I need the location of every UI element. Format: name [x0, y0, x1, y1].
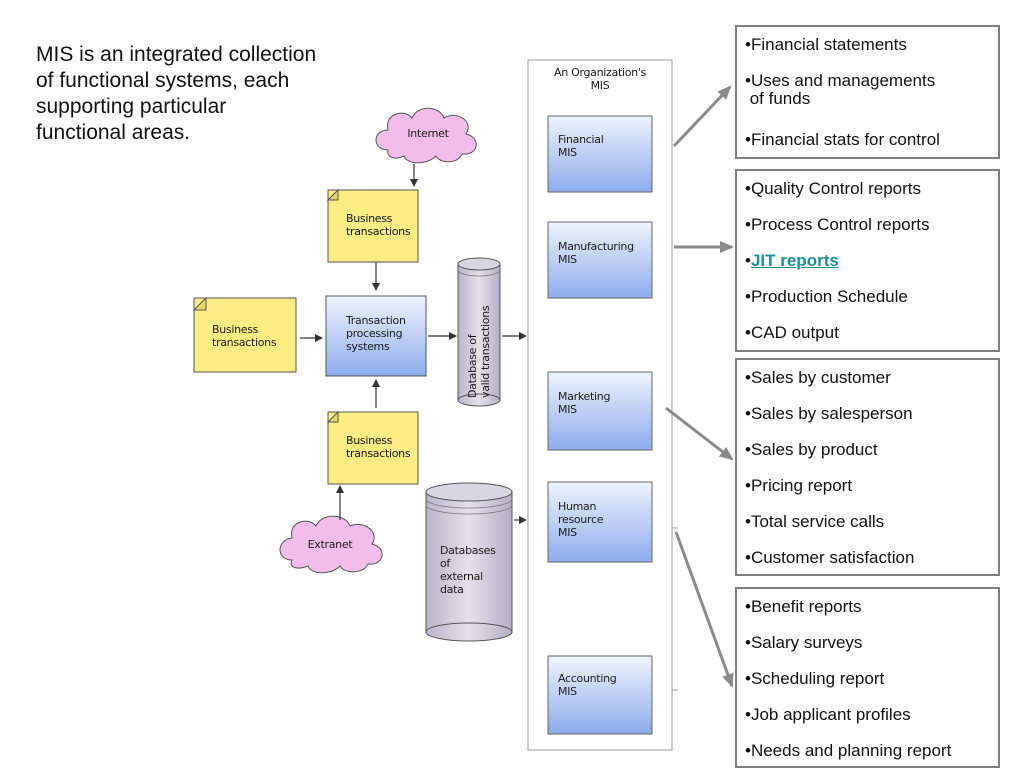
report-item: •Job applicant profiles	[745, 705, 911, 724]
report-item: •Uses and managements of funds	[745, 71, 936, 108]
financial-mis-box	[547, 115, 653, 193]
marketing-mis-label: Marketing MIS	[558, 390, 611, 416]
manufacturing-reports-box: •Quality Control reports •Process Contro…	[735, 169, 1000, 352]
report-item: •Customer satisfaction	[745, 548, 915, 567]
hr-mis-label: Human resource MIS	[558, 500, 604, 539]
marketing-reports-box: •Sales by customer •Sales by salesperson…	[735, 358, 1000, 576]
arrow-marketing-reports	[665, 406, 734, 461]
report-item: •JIT reports	[745, 251, 839, 270]
external-data-db-label: Databases of external data	[440, 544, 496, 596]
intro-text: MIS is an integrated collection of funct…	[36, 42, 396, 146]
arrow-financial-reports	[672, 85, 732, 148]
financial-reports-box: •Financial statements •Uses and manageme…	[735, 25, 1000, 159]
report-item: •Pricing report	[745, 476, 853, 495]
report-item: •Benefit reports	[745, 597, 862, 616]
hr-mis-box	[547, 481, 653, 563]
manufacturing-mis-box	[547, 221, 653, 299]
tps-box	[325, 295, 427, 377]
intro-line: supporting particular	[36, 95, 227, 118]
external-data-db	[425, 482, 513, 642]
report-item: •Total service calls	[745, 512, 885, 531]
accounting-mis-box	[547, 655, 653, 735]
valid-transactions-db	[457, 257, 501, 407]
report-item: •Production Schedule	[745, 287, 908, 306]
tps-label: Transaction processing systems	[346, 314, 406, 353]
report-item: •Process Control reports	[745, 215, 930, 234]
report-item: •Needs and planning report	[745, 741, 952, 760]
hr-reports-box: •Benefit reports •Salary surveys •Schedu…	[735, 587, 1000, 768]
report-item: •Sales by salesperson	[745, 404, 913, 423]
report-item: •Sales by product	[745, 440, 878, 459]
jit-reports-link[interactable]: JIT reports	[750, 251, 839, 270]
business-transactions-left-doc	[192, 296, 297, 373]
business-transactions-bottom-label: Business transactions	[346, 434, 411, 460]
extranet-cloud	[279, 515, 383, 574]
valid-transactions-db-label: Database of valid transactions	[466, 305, 492, 398]
report-item: •Scheduling report	[745, 669, 885, 688]
internet-label: Internet	[407, 127, 449, 140]
financial-mis-label: Financial MIS	[558, 133, 604, 159]
report-item: •Sales by customer	[745, 368, 891, 387]
arrow-hr-reports	[674, 531, 734, 688]
intro-line: MIS is an integrated collection	[36, 43, 317, 66]
intro-line: of functional systems, each	[36, 69, 290, 92]
business-transactions-left-label: Business transactions	[212, 323, 277, 349]
business-transactions-bottom-doc	[326, 410, 419, 485]
report-item: •Salary surveys	[745, 633, 863, 652]
internet-cloud	[375, 107, 477, 164]
marketing-mis-box	[547, 371, 653, 451]
business-transactions-top-label: Business transactions	[346, 212, 411, 238]
manufacturing-mis-label: Manufacturing MIS	[558, 240, 634, 266]
report-item: •Quality Control reports	[745, 179, 922, 198]
business-transactions-top-doc	[326, 188, 419, 263]
report-item: •Financial stats for control	[745, 130, 940, 149]
accounting-mis-label: Accounting MIS	[558, 672, 617, 698]
report-item: •CAD output	[745, 323, 839, 342]
org-mis-title: An Organization's MIS	[554, 66, 646, 92]
report-item: •Financial statements	[745, 35, 907, 54]
extranet-label: Extranet	[307, 538, 353, 551]
intro-line: functional areas.	[36, 121, 191, 144]
